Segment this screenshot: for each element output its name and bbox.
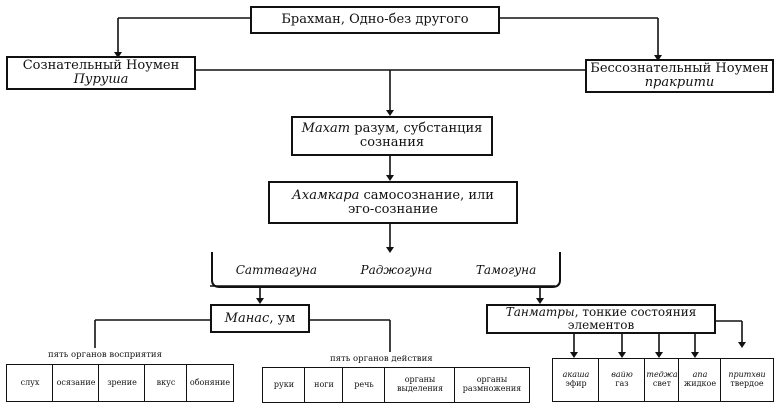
- elements-row: акаша эфир вайю газ теджа свет апа жидко…: [552, 358, 774, 402]
- action-row: руки ноги речь органы выделения органы р…: [262, 367, 530, 403]
- element-fire-name: свет: [652, 379, 672, 388]
- perception-item-taste: вкус: [144, 364, 188, 402]
- tanmatras-desc: , тонкие состояния: [574, 305, 697, 320]
- element-air-name: газ: [615, 379, 629, 388]
- element-earth-term: притхви: [728, 370, 766, 380]
- element-ether: акаша эфир: [552, 358, 600, 402]
- tanmatras-term: Танматры: [505, 305, 575, 320]
- ahamkara-line1: Ахамкара самосознание, или: [292, 189, 494, 203]
- perception-item-sight: зрение: [98, 364, 146, 402]
- guna-rajas: Раджогуна: [360, 263, 433, 277]
- perception-item-hearing: слух: [6, 364, 54, 402]
- manas-label: Манас, ум: [224, 310, 296, 326]
- prakriti-title: Бессознательный Ноумен: [590, 61, 769, 77]
- perception-row: слух осязание зрение вкус обоняние: [6, 364, 234, 402]
- ahamkara-desc: самосознание, или: [359, 187, 494, 203]
- mahat-desc: разум, субстанция: [350, 121, 483, 137]
- element-fire-term: теджа: [646, 370, 678, 380]
- perception-caption: пять органов восприятия: [48, 350, 162, 360]
- action-item-excretion: органы выделения: [384, 367, 456, 403]
- guna-sattva: Саттвагуна: [235, 263, 318, 277]
- brahman-box: Брахман, Одно-без другого: [250, 6, 500, 34]
- tanmatras-line2: элементов: [567, 318, 635, 332]
- action-item-reproduction: органы размножения: [454, 367, 530, 403]
- ahamkara-term: Ахамкара: [292, 187, 360, 203]
- mahat-term: Махат: [301, 121, 351, 137]
- perception-item-touch: осязание: [52, 364, 100, 402]
- action-caption: пять органов действия: [330, 354, 433, 364]
- tanmatras-line1: Танматры, тонкие состояния: [506, 306, 697, 319]
- guna-tamas: Тамогуна: [475, 263, 537, 277]
- ahamkara-line2: эго-сознание: [348, 201, 438, 217]
- prakriti-box: Бессознательный Ноумен пракрити: [585, 59, 774, 93]
- action-item-speech: речь: [342, 367, 386, 403]
- element-earth: притхви твердое: [720, 358, 774, 402]
- tanmatras-box: Танматры, тонкие состояния элементов: [486, 304, 716, 334]
- gunas-bar: Саттвагуна Раджогуна Тамогуна: [214, 256, 558, 284]
- element-air-term: вайю: [611, 370, 633, 380]
- element-water-name: жидкое: [683, 379, 717, 388]
- element-water: апа жидкое: [678, 358, 722, 402]
- purusha-box: Сознательный Ноумен Пуруша: [6, 56, 196, 90]
- manas-term: Манас: [224, 310, 270, 326]
- element-ether-name: эфир: [565, 379, 587, 388]
- element-air: вайю газ: [598, 358, 646, 402]
- mahat-box: Махат разум, субстанция сознания: [291, 116, 493, 156]
- element-water-term: апа: [692, 370, 708, 380]
- ahamkara-box: Ахамкара самосознание, или эго-сознание: [268, 181, 518, 224]
- element-earth-name: твердое: [730, 379, 764, 388]
- manas-desc: , ум: [269, 310, 296, 326]
- action-item-feet: ноги: [304, 367, 344, 403]
- purusha-term: Пуруша: [73, 72, 129, 87]
- action-item-hands: руки: [262, 367, 306, 403]
- mahat-line2: сознания: [359, 135, 425, 150]
- perception-item-smell: обоняние: [186, 364, 234, 402]
- element-ether-term: акаша: [562, 370, 590, 380]
- brahman-label: Брахман, Одно-без другого: [281, 12, 469, 28]
- mahat-line1: Махат разум, субстанция: [302, 122, 483, 136]
- prakriti-term: пракрити: [644, 75, 715, 90]
- purusha-title: Сознательный Ноумен: [22, 58, 180, 74]
- element-fire: теджа свет: [644, 358, 680, 402]
- manas-box: Манас, ум: [210, 304, 310, 333]
